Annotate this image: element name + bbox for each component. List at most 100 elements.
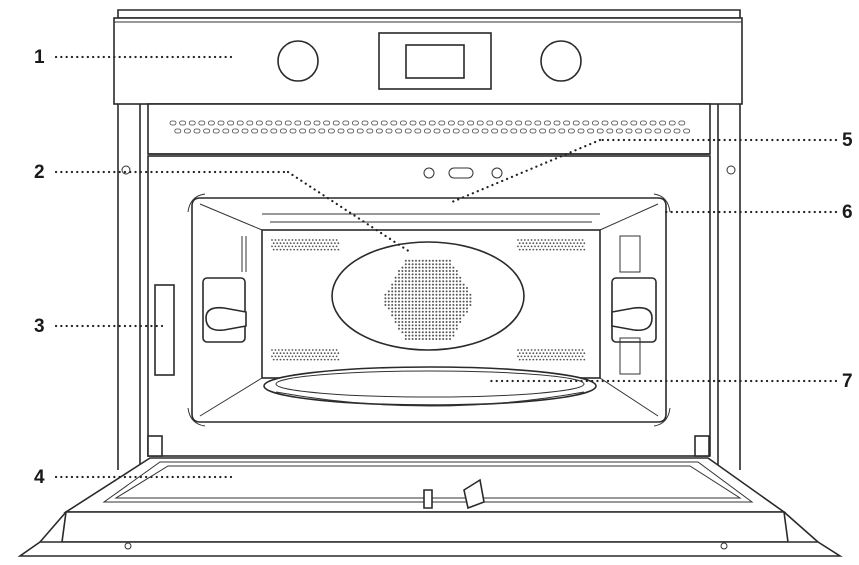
- fan-mesh-dot: [415, 297, 417, 300]
- vent-slot: [678, 120, 686, 126]
- mesh-dot: [566, 358, 569, 361]
- mesh-dot: [564, 355, 567, 358]
- fan-mesh-dot: [452, 334, 455, 337]
- fan-mesh-dot: [459, 304, 462, 306]
- fan-mesh-dot: [445, 321, 448, 323]
- callout-7: 7: [842, 371, 853, 392]
- mesh-dot: [581, 349, 584, 351]
- mesh-dot: [520, 239, 523, 241]
- mesh-dot: [532, 242, 535, 245]
- fan-mesh-dot: [415, 338, 417, 340]
- fan-mesh-dot: [391, 314, 394, 317]
- mesh-dot: [525, 352, 528, 355]
- fan-mesh-dot: [459, 280, 462, 283]
- fan-mesh-dot: [425, 283, 428, 286]
- fan-mesh-dot: [425, 331, 428, 334]
- mesh-dot: [291, 245, 294, 248]
- vent-slot: [279, 128, 287, 134]
- mesh-dot: [305, 245, 307, 248]
- mesh-dot: [322, 239, 324, 241]
- fan-mesh-dot: [391, 307, 394, 310]
- mesh-dot: [547, 239, 550, 241]
- fan-mesh-dot: [421, 331, 424, 334]
- vent-slot: [510, 128, 518, 134]
- fan-mesh-dot: [455, 283, 458, 286]
- mesh-dot: [298, 245, 301, 248]
- mesh-dot: [561, 355, 564, 358]
- fan-mesh-dot: [432, 276, 434, 279]
- fan-mesh-dot: [442, 270, 445, 272]
- fan-mesh-dot: [408, 314, 411, 317]
- fan-mesh-dot: [459, 297, 462, 300]
- callout-1: 1: [34, 47, 45, 68]
- fan-mesh-dot: [432, 300, 434, 303]
- fan-mesh-dot: [455, 321, 458, 323]
- mesh-dot: [540, 245, 543, 248]
- mesh-dot: [288, 245, 290, 248]
- fan-mesh-dot: [401, 266, 404, 269]
- fan-mesh-dot: [411, 266, 414, 269]
- fan-mesh-dot: [425, 327, 428, 330]
- fan-mesh-dot: [435, 263, 438, 266]
- fan-mesh-dot: [428, 324, 431, 327]
- mesh-dot: [318, 355, 321, 358]
- mesh-dot: [337, 248, 340, 251]
- fan-mesh-dot: [408, 290, 411, 293]
- mesh-dot: [310, 242, 312, 245]
- fan-mesh-dot: [459, 283, 462, 286]
- mesh-dot: [305, 355, 307, 358]
- fan-mesh-dot: [411, 287, 414, 289]
- vent-slot: [414, 128, 422, 134]
- mesh-dot: [313, 358, 316, 361]
- fan-mesh-dot: [408, 317, 411, 320]
- mesh-dot: [283, 248, 285, 251]
- mesh-dot: [334, 242, 336, 245]
- mesh-dot: [308, 239, 311, 241]
- callouts: 1 2 3 4 5 6 7: [34, 47, 853, 488]
- fan-mesh-dot: [442, 266, 445, 269]
- mesh-dot: [571, 239, 574, 241]
- vent-slot: [520, 128, 527, 134]
- mesh-dot: [544, 245, 547, 248]
- mesh-dot: [573, 242, 575, 245]
- fan-mesh-dot: [394, 310, 397, 313]
- mesh-dot: [566, 352, 569, 355]
- fan-mesh-dot: [466, 290, 468, 293]
- vent-slot: [491, 128, 499, 134]
- fan-mesh-dot: [418, 293, 421, 296]
- fan-mesh-dot: [411, 297, 414, 300]
- fan-mesh-dot: [401, 300, 404, 303]
- mesh-dot: [308, 245, 311, 248]
- mesh-dot: [518, 352, 521, 355]
- fan-mesh-dot: [438, 314, 441, 317]
- fan-mesh-dot: [455, 276, 458, 279]
- fan-mesh-dot: [415, 324, 417, 327]
- mesh-dot: [300, 242, 302, 245]
- mesh-dot: [301, 239, 304, 241]
- fan-mesh-dot: [462, 307, 465, 310]
- fan-mesh-dot: [455, 290, 458, 293]
- mesh-dot: [289, 248, 292, 251]
- mesh-dot: [276, 242, 278, 245]
- vent-strip: [147, 103, 711, 155]
- mesh-dot: [272, 248, 275, 251]
- fan-mesh-dot: [438, 338, 441, 340]
- fan-mesh-dot: [442, 334, 445, 337]
- fan-mesh-dot: [425, 317, 428, 320]
- fan-mesh-dot: [425, 304, 428, 306]
- fan-mesh-dot: [418, 317, 421, 320]
- fan-mesh-dot: [408, 259, 411, 262]
- fan-mesh-dot: [404, 321, 407, 323]
- fan-mesh-dot: [418, 276, 421, 279]
- mesh-dot: [546, 248, 548, 251]
- vent-slot: [592, 120, 599, 126]
- fan-mesh-dot: [404, 317, 407, 320]
- right-knob: [540, 40, 582, 82]
- mesh-dot: [525, 358, 528, 361]
- fan-mesh-dot: [421, 266, 424, 269]
- fan-mesh-dot: [455, 317, 458, 320]
- fan-mesh-dot: [394, 283, 397, 286]
- mesh-dot: [522, 242, 524, 245]
- fan-mesh-dot: [428, 273, 431, 276]
- fan-mesh-dot: [408, 331, 411, 334]
